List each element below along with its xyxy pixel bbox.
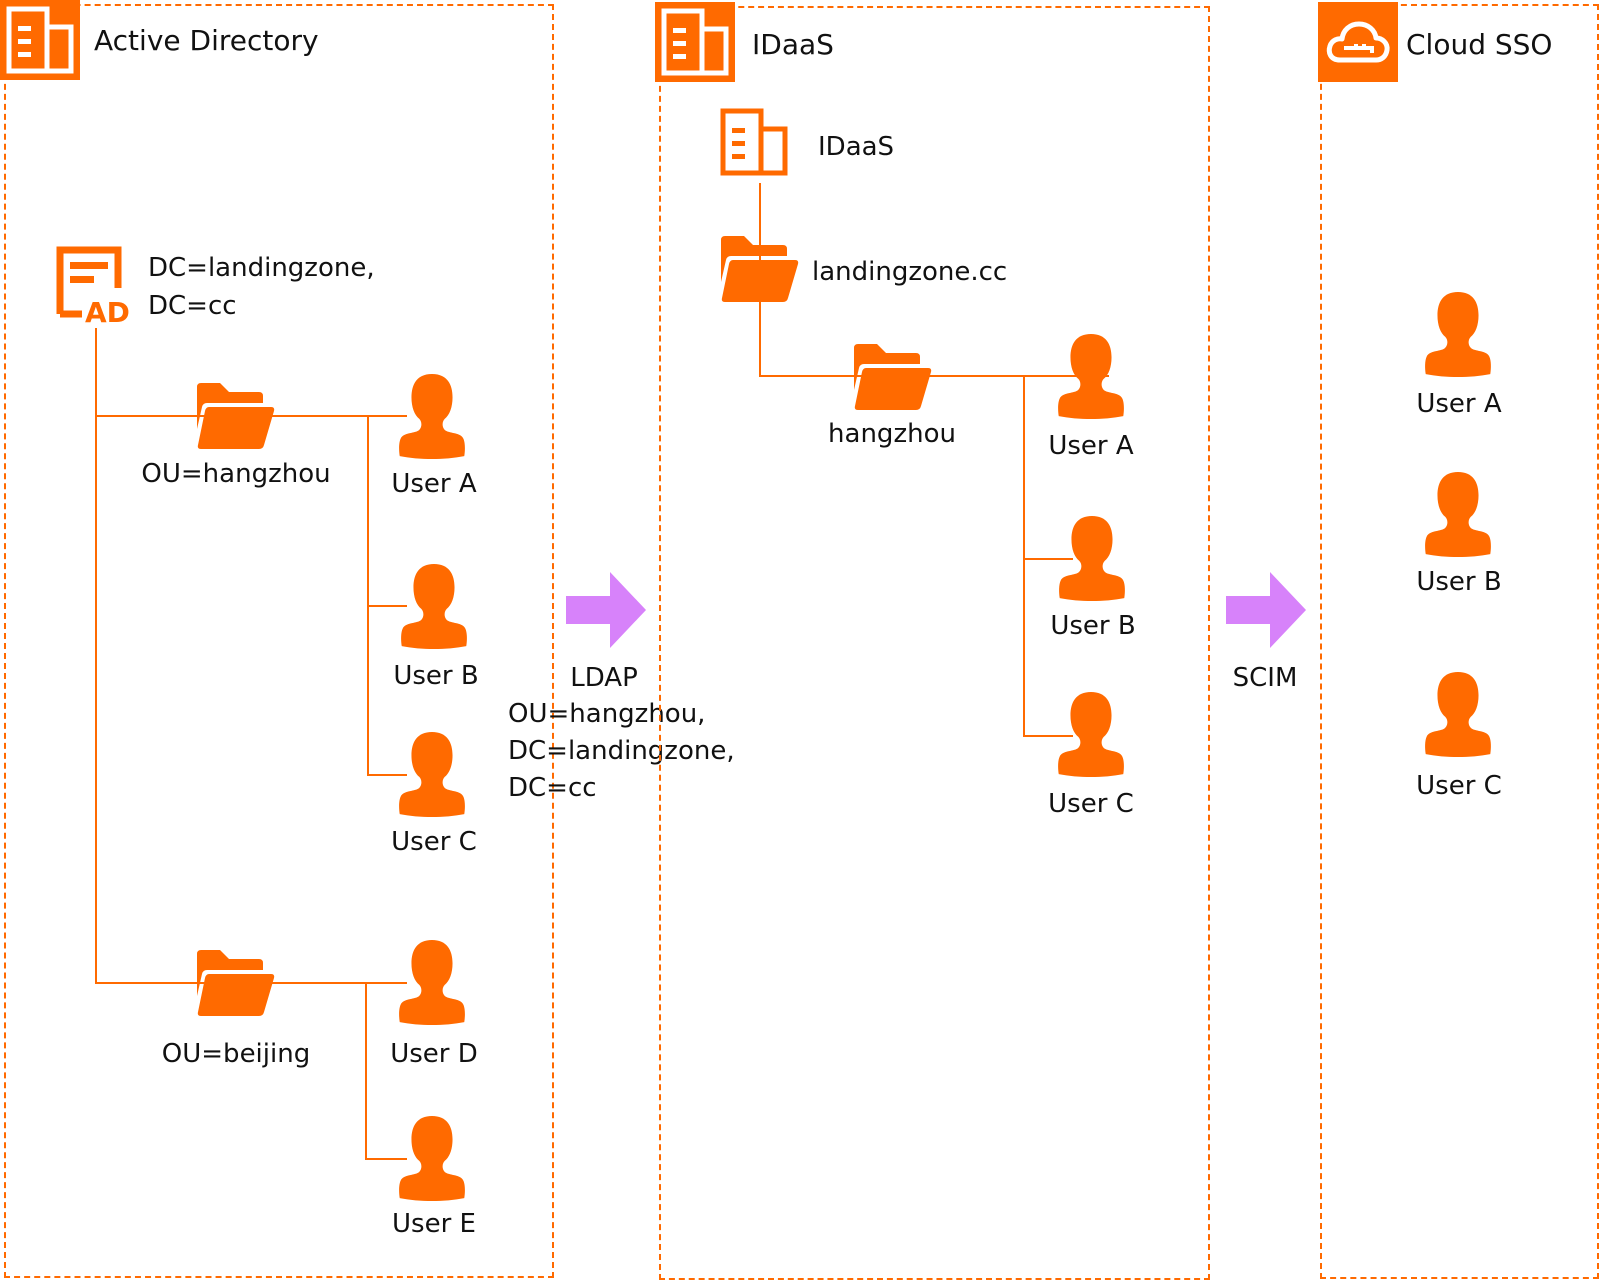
user-icon	[1055, 690, 1127, 778]
user-label: User D	[390, 1039, 478, 1069]
cloud-sso-panel	[1320, 4, 1599, 1279]
user-icon	[396, 938, 468, 1026]
ad-hangzhou-users-line	[367, 415, 369, 776]
scim-label: SCIM	[1232, 663, 1298, 693]
cloud-sso-header-tile	[1318, 2, 1398, 82]
user-label: User A	[1048, 431, 1134, 461]
idaas-users-line	[1023, 375, 1025, 737]
ad-user-b-branch	[367, 605, 407, 607]
folder-icon	[852, 344, 932, 410]
idaas-header-tile	[655, 2, 735, 82]
ad-root-label-line1: DC=landingzone,	[148, 253, 375, 283]
ldap-arrow	[566, 572, 646, 648]
user-label: User C	[1048, 789, 1134, 819]
user-label: User C	[391, 827, 477, 857]
user-label: User C	[1416, 771, 1502, 801]
ou-label: OU=beijing	[161, 1039, 311, 1069]
user-icon	[1055, 332, 1127, 420]
ou-label: OU=hangzhou	[141, 459, 331, 489]
user-icon	[396, 1114, 468, 1202]
user-label: User B	[1050, 611, 1136, 641]
user-icon	[1056, 514, 1128, 602]
svg-text:AD: AD	[85, 296, 130, 328]
user-label: User A	[391, 469, 477, 499]
folder-icon	[195, 950, 275, 1016]
ad-root-label-line2: DC=cc	[148, 291, 237, 321]
active-directory-title: Active Directory	[94, 24, 319, 57]
user-icon	[1422, 470, 1494, 558]
idaas-ou-branch-line	[759, 375, 1109, 377]
ad-beijing-users-line	[365, 982, 367, 1160]
folder-icon	[195, 383, 275, 449]
user-icon	[396, 372, 468, 460]
ad-icon: AD	[56, 246, 130, 328]
ad-trunk-line	[95, 328, 97, 984]
ou-label: hangzhou	[828, 419, 956, 449]
active-directory-panel	[4, 4, 554, 1278]
user-label: User A	[1416, 389, 1502, 419]
idaas-user-c-branch	[1023, 735, 1073, 737]
ad-user-c-branch	[367, 774, 407, 776]
user-icon	[396, 730, 468, 818]
idaas-title: IDaaS	[752, 28, 834, 61]
idaas-domain-label: landingzone.cc	[812, 257, 1008, 287]
user-label: User E	[392, 1209, 476, 1239]
active-directory-header-tile	[0, 0, 80, 80]
user-label: User B	[393, 661, 479, 691]
user-label: User B	[1416, 567, 1502, 597]
idaas-panel	[659, 6, 1210, 1280]
scim-arrow	[1226, 572, 1306, 648]
cloud-key-icon	[1326, 21, 1390, 63]
idaas-user-b-branch	[1023, 558, 1073, 560]
directory-building-icon	[655, 2, 735, 82]
folder-icon	[719, 236, 799, 302]
ldap-label: LDAP	[570, 663, 638, 693]
directory-building-icon	[714, 102, 794, 182]
ldap-detail: OU=hangzhou, DC=landingzone, DC=cc	[508, 699, 735, 803]
user-icon	[1422, 290, 1494, 378]
idaas-instance-label: IDaaS	[818, 132, 895, 162]
user-icon	[1422, 670, 1494, 758]
ad-user-e-branch	[365, 1158, 407, 1160]
user-icon	[398, 562, 470, 650]
cloud-sso-title: Cloud SSO	[1406, 28, 1553, 61]
directory-building-icon	[0, 0, 80, 80]
